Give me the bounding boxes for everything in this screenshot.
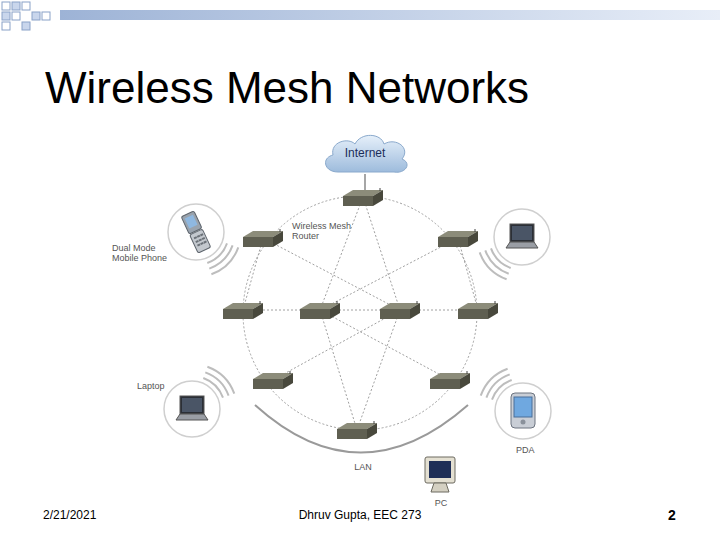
pda-screen bbox=[514, 397, 532, 417]
network-label: LAN bbox=[348, 462, 378, 472]
phone-base bbox=[190, 229, 211, 253]
mesh-link bbox=[273, 310, 400, 380]
deco-square bbox=[32, 12, 40, 20]
laptop-screen bbox=[180, 396, 204, 414]
deco-square bbox=[12, 2, 20, 10]
node-label: Dual Mode Mobile Phone bbox=[112, 243, 176, 263]
footer-author: Dhruv Gupta, EEC 273 bbox=[280, 508, 440, 522]
node-label: PDA bbox=[516, 445, 546, 455]
phone-screen bbox=[185, 215, 198, 229]
laptop-screen bbox=[510, 224, 534, 242]
mesh-link bbox=[243, 310, 478, 311]
laptop-base bbox=[506, 242, 538, 248]
mesh-link bbox=[320, 197, 363, 310]
deco-square bbox=[2, 22, 10, 30]
router-icon bbox=[430, 371, 470, 389]
router-icon bbox=[223, 301, 263, 319]
mesh-routers bbox=[223, 188, 498, 439]
mesh-link bbox=[320, 238, 458, 310]
slide-title: Wireless Mesh Networks bbox=[45, 62, 529, 114]
router-label: Wireless Mesh Router bbox=[292, 221, 354, 241]
phone-icon bbox=[181, 211, 211, 253]
circle-outline bbox=[168, 204, 224, 260]
mesh-link bbox=[363, 197, 400, 310]
pda-body bbox=[511, 393, 535, 428]
device-circle bbox=[494, 209, 550, 265]
mesh-link bbox=[320, 310, 450, 380]
circle-shape bbox=[168, 204, 224, 260]
laptop-display bbox=[512, 226, 532, 240]
mesh-ring bbox=[243, 196, 477, 430]
circle-outline bbox=[495, 383, 551, 439]
pc-stand bbox=[431, 483, 449, 492]
node-label: Laptop bbox=[137, 381, 171, 391]
router-icon bbox=[300, 301, 340, 319]
deco-square bbox=[42, 12, 50, 20]
laptop-base bbox=[176, 414, 208, 420]
mesh-link bbox=[263, 238, 400, 310]
page-number: 2 bbox=[660, 507, 684, 523]
deco-square bbox=[12, 12, 20, 20]
deco-square bbox=[2, 12, 10, 20]
laptop-icon bbox=[176, 396, 208, 420]
pc-monitor bbox=[425, 457, 455, 483]
device-circle: PDA bbox=[495, 383, 551, 439]
mesh-link bbox=[458, 238, 478, 310]
phone-keys bbox=[194, 233, 207, 246]
pc-screen bbox=[429, 461, 451, 478]
device-label: PC bbox=[428, 498, 454, 508]
wireless-signals bbox=[203, 243, 511, 399]
laptop-icon bbox=[506, 224, 538, 248]
mesh-link bbox=[357, 310, 400, 430]
router-icon bbox=[253, 371, 293, 389]
uplink-line bbox=[364, 174, 366, 192]
deco-square bbox=[22, 2, 30, 10]
device-circle: Dual Mode Mobile Phone bbox=[168, 204, 224, 260]
lan-arc bbox=[255, 405, 468, 453]
circle-shape bbox=[164, 381, 220, 437]
router-icon bbox=[337, 421, 377, 439]
pc-icon bbox=[425, 457, 455, 492]
mesh-links bbox=[243, 196, 478, 430]
footer-date: 2/21/2021 bbox=[43, 508, 143, 522]
router-icon bbox=[243, 229, 283, 247]
internet-cloud: Internet bbox=[318, 130, 412, 176]
deco-square bbox=[22, 22, 30, 30]
router-icon bbox=[343, 188, 383, 206]
device-circle: Laptop bbox=[164, 381, 220, 437]
top-band bbox=[60, 10, 720, 20]
circle-outline bbox=[164, 381, 220, 437]
mesh-link bbox=[320, 310, 357, 430]
node-label: Internet bbox=[318, 147, 412, 160]
phone-lid bbox=[181, 211, 202, 234]
deco-square bbox=[2, 2, 10, 10]
mesh-link bbox=[243, 238, 263, 310]
pda-icon bbox=[511, 393, 535, 428]
pda-button bbox=[521, 420, 526, 425]
router-icon bbox=[438, 229, 478, 247]
router-icon bbox=[380, 301, 420, 319]
laptop-display bbox=[182, 398, 202, 412]
router-icon bbox=[458, 301, 498, 319]
circle-shape bbox=[495, 383, 551, 439]
slide-decoration bbox=[2, 2, 720, 30]
